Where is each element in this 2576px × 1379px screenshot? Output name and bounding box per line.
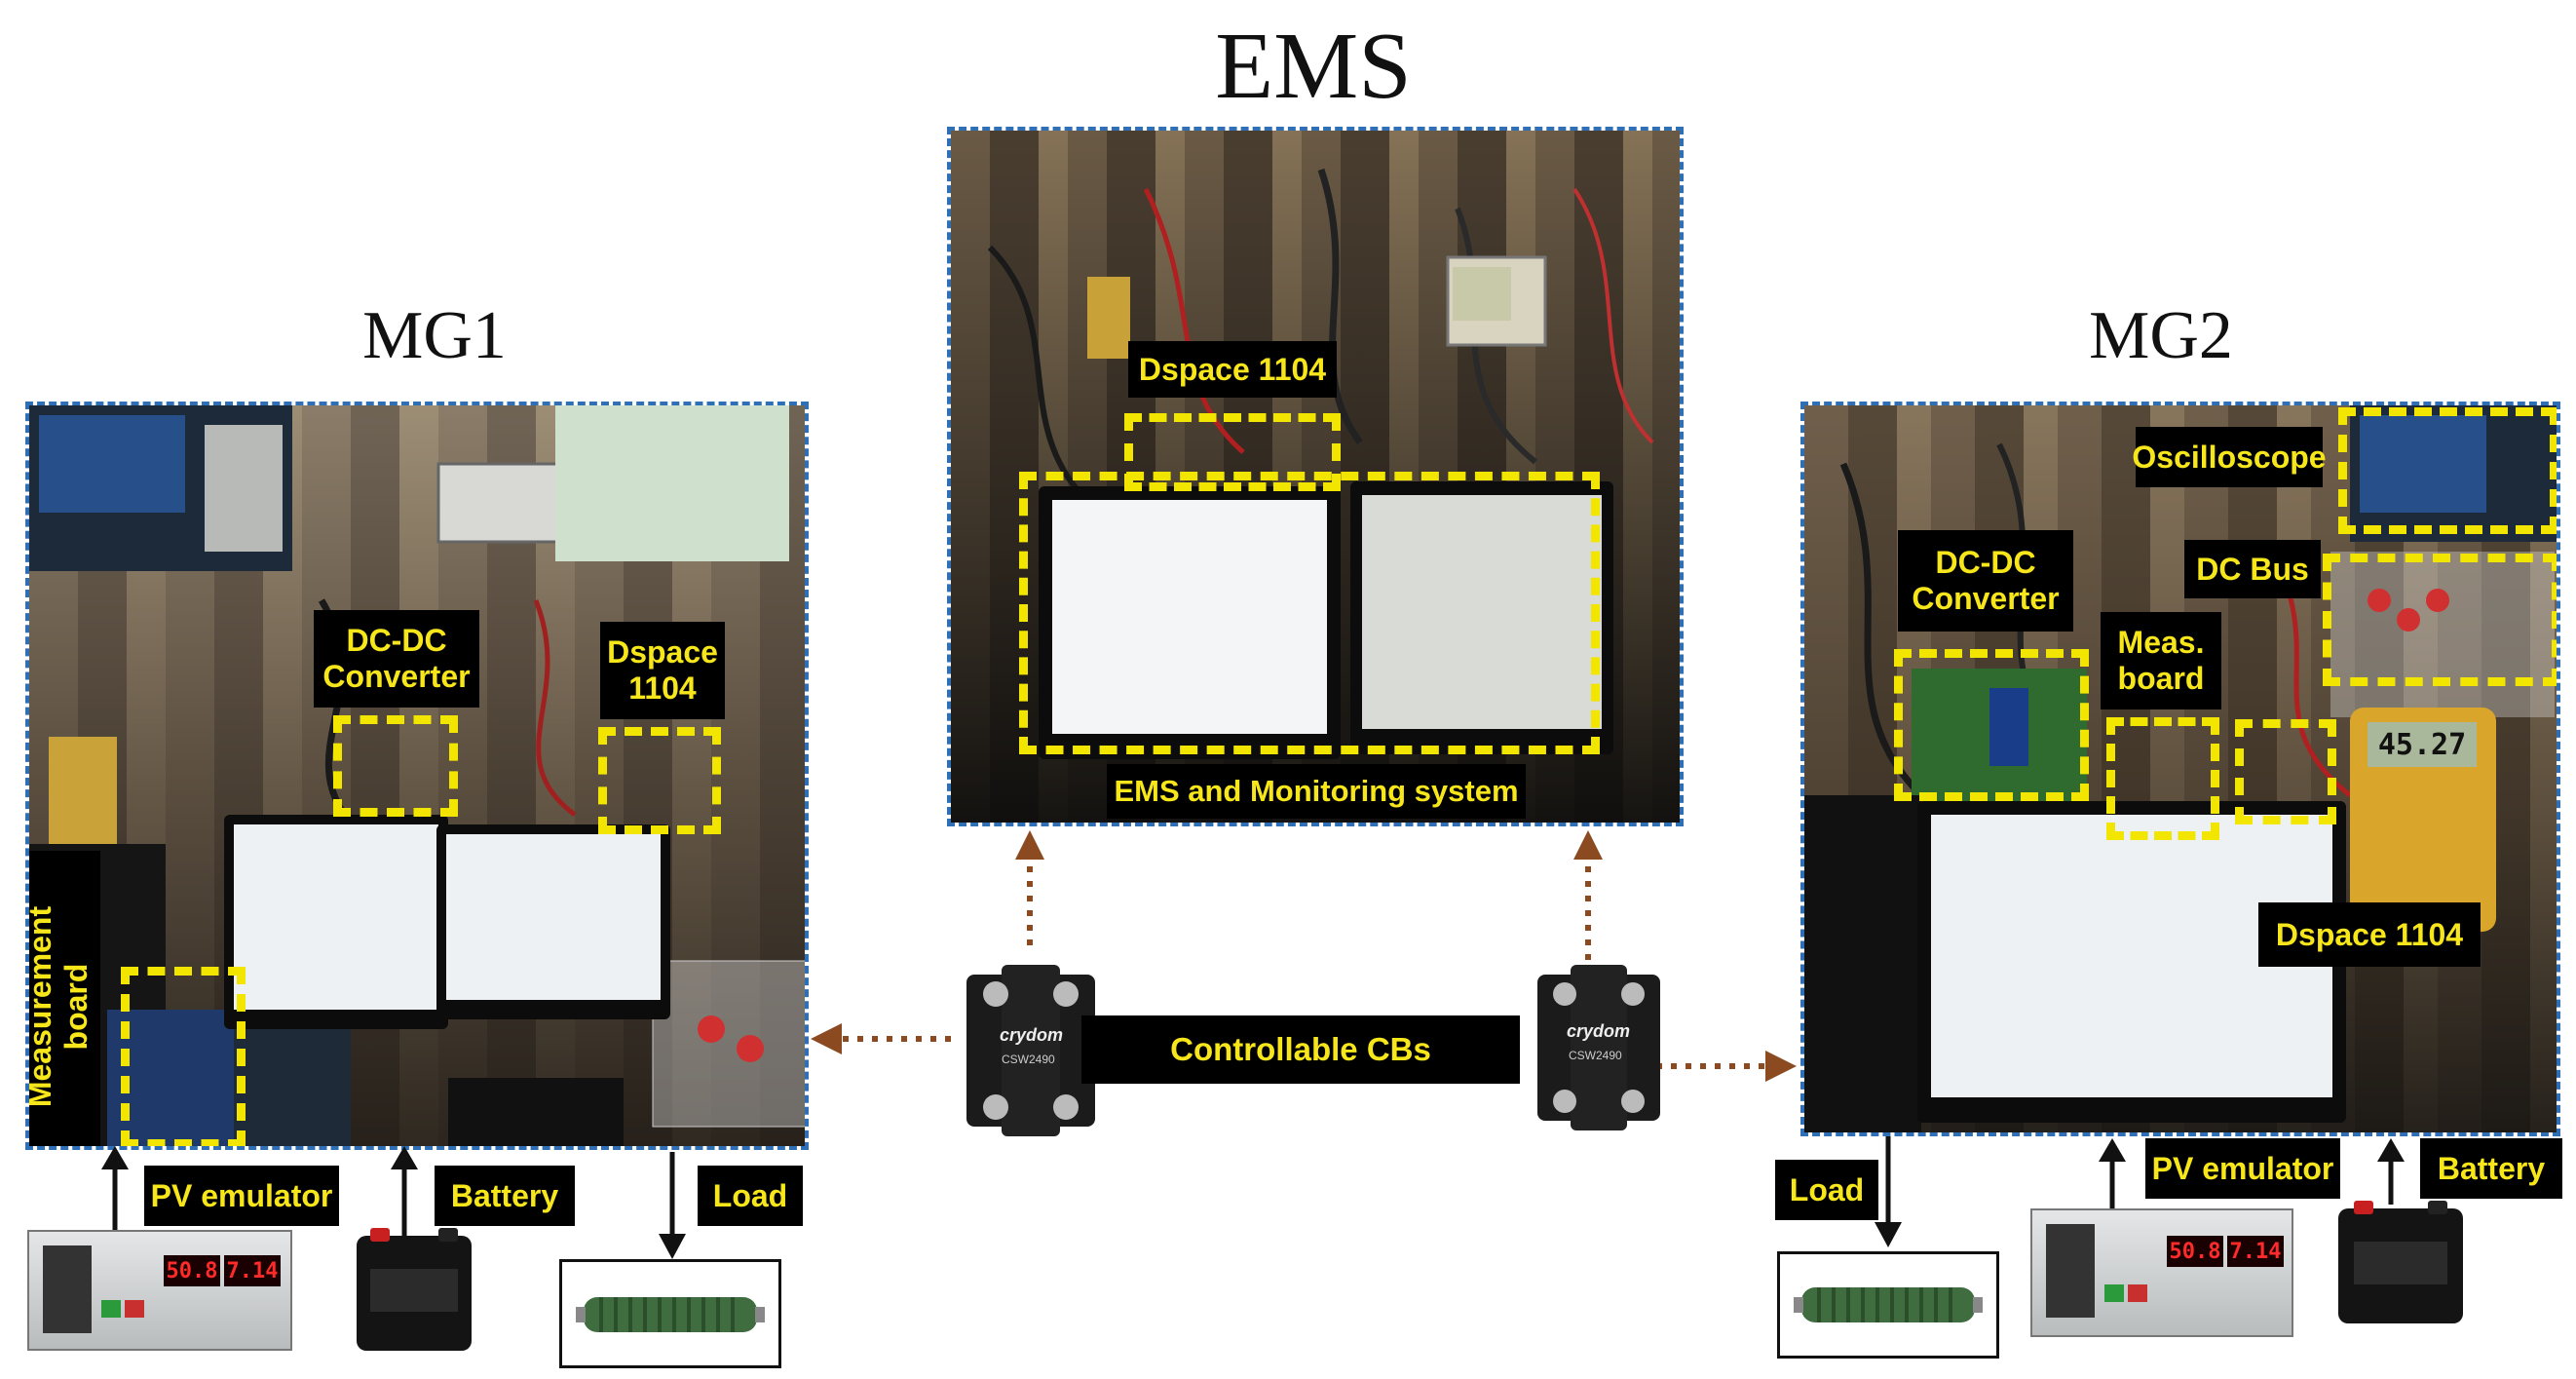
mg2-equipment [1804, 405, 2557, 1132]
ems-cables [987, 168, 1654, 504]
relay-right: crydom CSW2490 [1537, 965, 1660, 1130]
ems-dspace-label: Dspace 1104 [1128, 341, 1337, 398]
mg2-dspace-highlight [2235, 719, 2336, 824]
mg1-monitor-left [224, 815, 448, 1029]
mg1-monitor-right [436, 824, 670, 1019]
mg2-load-label: Load [1775, 1160, 1878, 1220]
relay-right-model: CSW2490 [1569, 1049, 1622, 1062]
mg2-multimeter-display: 45.27 [2368, 722, 2477, 767]
mg1-pv-display-left: 50.8 [164, 1255, 220, 1286]
mg1-pv-emulator: 50.8 7.14 [27, 1230, 292, 1351]
mg1-dcdc-label: DC-DC Converter [314, 610, 479, 708]
mg2-pv-display-left: 50.8 [2167, 1236, 2223, 1267]
mg2-title: MG2 [2089, 298, 2233, 373]
ems-monitor-left [1039, 486, 1341, 759]
relay-left: crydom CSW2490 [966, 965, 1095, 1136]
mg1-battery-label: Battery [435, 1166, 575, 1226]
mg2-pv-emulator: 50.8 7.14 [2030, 1208, 2293, 1337]
mg1-load-label: Load [698, 1166, 803, 1226]
mg1-load-resistor [559, 1259, 781, 1368]
mg2-oscilloscope-label: Oscilloscope [2132, 427, 2327, 487]
mg1-dspace-label: Dspace 1104 [600, 622, 725, 719]
ems-title: EMS [1215, 14, 1412, 119]
controllable-cbs-label: Controllable CBs [1081, 1015, 1520, 1084]
mg1-dcdc-highlight [333, 715, 458, 817]
relay-left-model: CSW2490 [1002, 1053, 1055, 1066]
mg1-equipment [29, 405, 805, 1146]
mg1-pv-label: PV emulator [144, 1166, 339, 1226]
mg2-dcbus-label: DC Bus [2184, 540, 2321, 598]
relay-left-brand: crydom [1000, 1025, 1064, 1045]
ems-panel: Dspace 1104 EMS and Monitoring system [947, 127, 1684, 826]
mg1-pv-display-right: 7.14 [224, 1255, 281, 1286]
mg2-battery [2338, 1201, 2463, 1323]
mg2-dcdc-highlight [1894, 649, 2089, 801]
mg2-load-resistor [1777, 1251, 1999, 1359]
mg1-panel: DC-DC Converter Dspace 1104 Measurement … [25, 402, 809, 1150]
mg2-pv-label: PV emulator [2145, 1138, 2340, 1199]
mg2-dcdc-label: DC-DC Converter [1898, 530, 2073, 632]
ems-monitoring-highlight [1019, 472, 1600, 754]
ems-monitor-right [1350, 481, 1613, 754]
relay-right-brand: crydom [1567, 1021, 1631, 1041]
mg1-title: MG1 [362, 298, 507, 373]
mg2-meas-label: Meas. board [2101, 612, 2221, 709]
mg2-dspace-label: Dspace 1104 [2258, 902, 2481, 967]
ems-dspace-highlight [1124, 413, 1341, 491]
ems-monitoring-label: EMS and Monitoring system [1107, 764, 1526, 819]
mg1-battery [357, 1228, 472, 1351]
mg2-meas-highlight [2106, 717, 2219, 840]
mg2-pv-display-right: 7.14 [2227, 1236, 2284, 1267]
mg2-panel: 45.27 Oscilloscope DC Bus DC-DC Converte… [1800, 402, 2560, 1136]
mg1-measurement-highlight [121, 967, 246, 1146]
mg2-oscilloscope-highlight [2338, 407, 2557, 534]
mg2-battery-label: Battery [2420, 1138, 2562, 1199]
mg1-dspace-highlight [598, 727, 721, 834]
mg2-dcbus-highlight [2323, 554, 2557, 686]
